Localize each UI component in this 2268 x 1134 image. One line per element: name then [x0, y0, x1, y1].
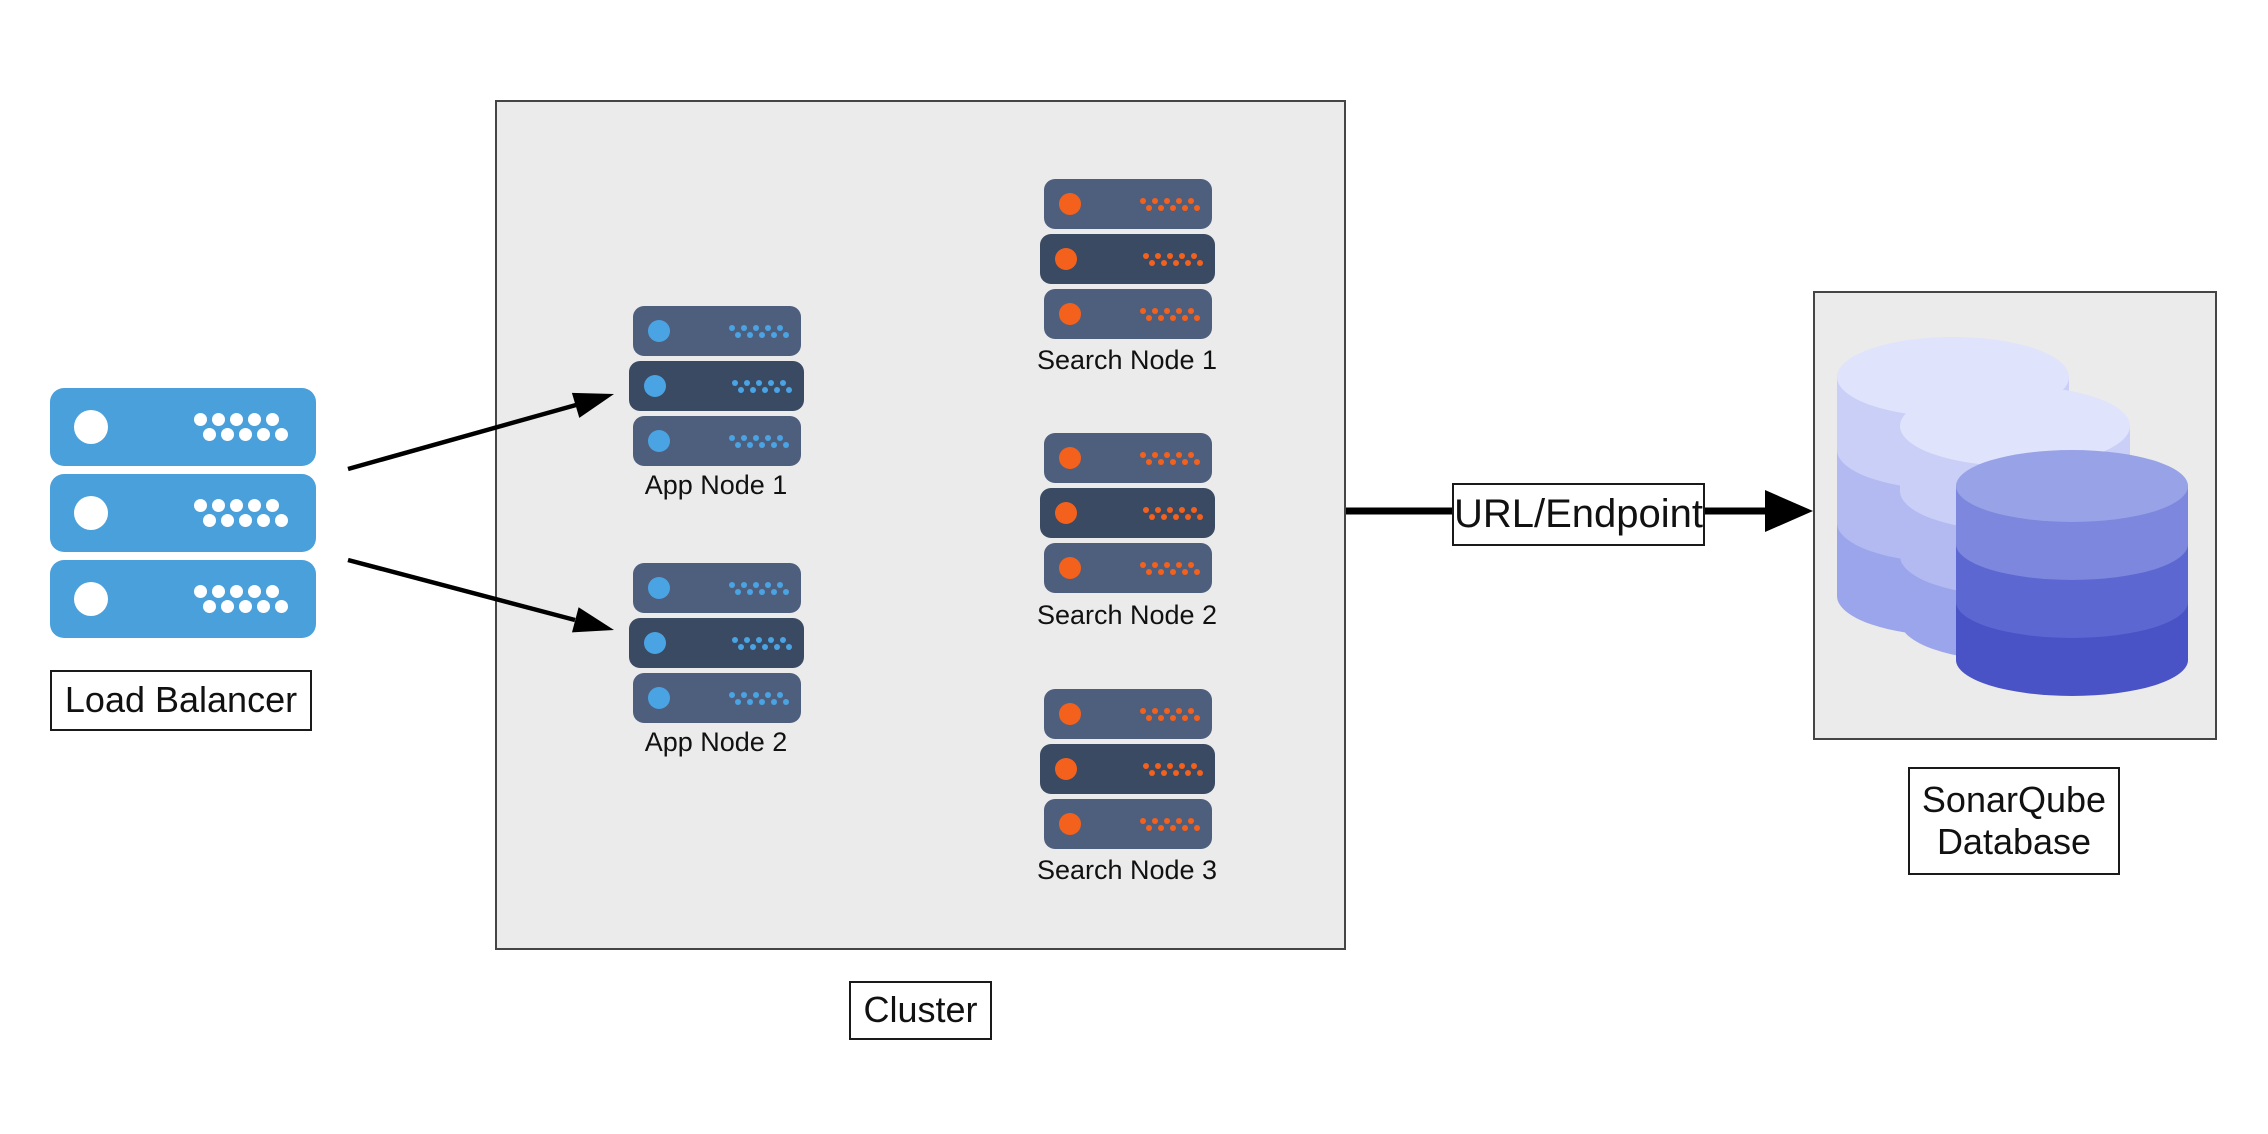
vent-dots — [194, 585, 288, 613]
vent-dots — [194, 413, 288, 441]
load-balancer-label: Load Balancer — [50, 670, 312, 731]
server-bar — [1040, 744, 1215, 794]
cluster-label-text: Cluster — [863, 989, 978, 1031]
app-node-1-icon — [629, 306, 804, 466]
server-bar — [50, 474, 316, 552]
vent-dots — [1139, 307, 1200, 321]
load-balancer-label-text: Load Balancer — [64, 679, 298, 721]
server-bar — [629, 361, 804, 411]
led-circle — [74, 496, 108, 530]
load-balancer-icon — [50, 388, 316, 638]
vent-dots — [1139, 817, 1200, 831]
app-node-1-label: App Node 1 — [644, 470, 788, 500]
server-bar — [1043, 543, 1212, 593]
search-node-1-label: Search Node 1 — [1036, 345, 1218, 375]
led-circle — [1058, 557, 1081, 579]
led-circle — [1058, 193, 1081, 215]
led-circle — [1058, 703, 1081, 725]
led-circle — [644, 375, 666, 397]
database-container — [1813, 291, 2217, 740]
led-circle — [1058, 447, 1081, 469]
led-circle — [647, 430, 670, 452]
database-cylinder-front — [1956, 450, 2188, 696]
arrow-lb-to-app-node-2 — [347, 557, 576, 623]
url-endpoint-label: URL/Endpoint — [1452, 483, 1705, 546]
search-node-1-icon — [1040, 179, 1215, 339]
sonarqube-database-label-line2: Database — [1936, 821, 2092, 862]
server-bar — [50, 388, 316, 466]
led-circle — [647, 320, 670, 342]
vent-dots — [728, 324, 789, 338]
vent-dots — [1139, 197, 1200, 211]
cluster-label: Cluster — [849, 981, 992, 1040]
server-bar — [632, 416, 801, 466]
vent-dots — [1139, 707, 1200, 721]
led-circle — [647, 577, 670, 599]
server-bar — [1043, 433, 1212, 483]
arrowhead-app-node-2 — [572, 607, 614, 633]
server-bar — [1043, 179, 1212, 229]
server-bar — [1043, 799, 1212, 849]
search-node-2-icon — [1040, 433, 1215, 593]
server-bar — [632, 673, 801, 723]
led-circle — [1055, 248, 1077, 270]
vent-dots — [1139, 451, 1200, 465]
app-node-2-icon — [629, 563, 804, 723]
server-bar — [50, 560, 316, 638]
vent-dots — [1143, 252, 1203, 266]
vent-dots — [1143, 762, 1203, 776]
led-circle — [644, 632, 666, 654]
search-node-2-label: Search Node 2 — [1036, 600, 1218, 630]
database-icon — [1837, 337, 2188, 696]
arrowhead-database — [1765, 490, 1813, 532]
search-node-3-icon — [1040, 689, 1215, 849]
led-circle — [1055, 502, 1077, 524]
vent-dots — [728, 434, 789, 448]
server-bar — [629, 618, 804, 668]
vent-dots — [194, 499, 288, 527]
vent-dots — [1139, 561, 1200, 575]
search-node-3-label: Search Node 3 — [1036, 855, 1218, 885]
vent-dots — [728, 581, 789, 595]
server-bar — [632, 563, 801, 613]
server-bar — [1040, 488, 1215, 538]
url-endpoint-label-text: URL/Endpoint — [1453, 491, 1704, 536]
vent-dots — [1143, 506, 1203, 520]
led-circle — [74, 582, 108, 616]
vent-dots — [732, 636, 792, 650]
vent-dots — [728, 691, 789, 705]
server-bar — [632, 306, 801, 356]
led-circle — [74, 410, 108, 444]
server-bar — [1040, 234, 1215, 284]
arrowhead-app-node-1 — [571, 392, 614, 418]
server-bar — [1043, 689, 1212, 739]
app-node-2-label: App Node 2 — [644, 727, 788, 757]
arrow-lb-to-app-node-1 — [347, 402, 577, 472]
vent-dots — [732, 379, 792, 393]
sonarqube-database-label: SonarQube Database — [1908, 767, 2120, 875]
server-bar — [1043, 289, 1212, 339]
led-circle — [1058, 303, 1081, 325]
led-circle — [647, 687, 670, 709]
sonarqube-database-label-line1: SonarQube — [1921, 778, 2107, 820]
led-circle — [1055, 758, 1077, 780]
led-circle — [1058, 813, 1081, 835]
